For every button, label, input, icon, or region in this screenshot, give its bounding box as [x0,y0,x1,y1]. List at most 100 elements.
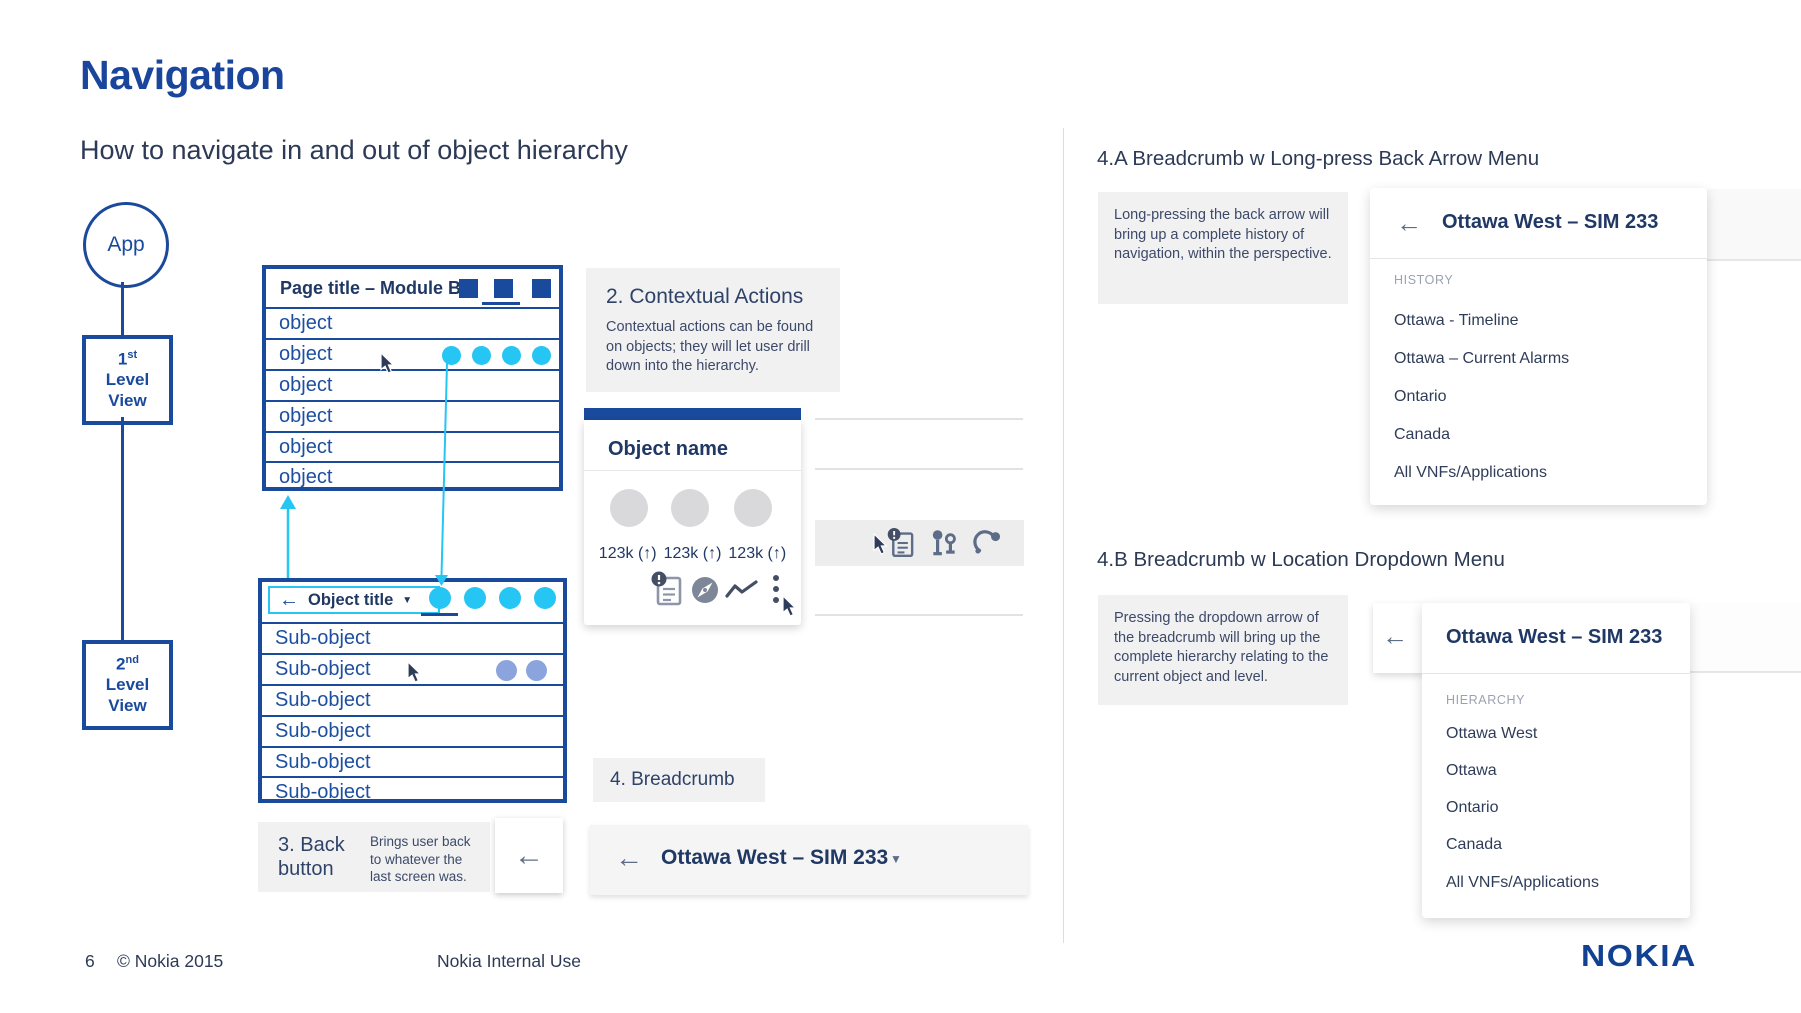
back-arrow-icon[interactable]: ← [279,589,299,611]
note-title: 3. Back button [278,834,345,880]
subobject-row[interactable]: Sub-object [262,655,563,686]
card-divider [584,470,801,471]
section-a-note: Long-pressing the back arrow will bring … [1098,192,1348,304]
contextual-action-dot[interactable] [532,345,551,365]
object-row[interactable]: object [266,371,559,402]
module-tab-icon[interactable] [459,279,478,298]
card-accent-bar [584,408,801,420]
contextual-action-dot[interactable] [464,587,486,609]
object-row[interactable]: object [266,433,559,464]
menu-item[interactable]: Ontario [1446,799,1499,816]
contextual-action-dot[interactable] [534,587,556,609]
dropdown-caret-icon[interactable]: ▼ [402,594,413,606]
subobject-row[interactable]: Sub-object [262,686,563,717]
module-tab-icon[interactable] [532,279,551,298]
subobject-row[interactable]: Sub-object [275,781,371,804]
contextual-action-dot[interactable] [496,659,517,681]
back-button[interactable]: ← [495,818,563,893]
menu-item[interactable]: Ottawa [1446,762,1497,779]
breadcrumb-text: Ottawa West – SIM 233 [1446,626,1663,648]
module-tab-icon[interactable] [494,279,513,298]
contextual-action-dot[interactable] [429,587,451,609]
page-number: 6 [85,951,95,971]
section-b-heading: 4.B Breadcrumb w Location Dropdown Menu [1097,548,1505,571]
compass-icon[interactable] [691,576,719,604]
object-list-header: Page title – Module B [266,269,559,309]
app-node: App [83,202,169,288]
object-name-title: Object name [608,438,729,460]
back-button-note: 3. Back button Brings user back to whate… [258,822,490,892]
level2-node: 2nd Level View [82,640,173,730]
hierarchy-menu: Ottawa West – SIM 233 HIERARCHY Ottawa W… [1422,603,1690,918]
nokia-logo: NOKIA [1581,938,1697,973]
menu-item[interactable]: Canada [1394,426,1451,443]
object-detail-card: Object name 123k (↑) 123k (↑) 123k (↑) [584,420,801,625]
menu-item[interactable]: All VNFs/Applications [1394,464,1547,481]
classification: Nokia Internal Use [437,951,581,971]
column-divider [1063,128,1064,943]
menu-item[interactable]: All VNFs/Applications [1446,874,1599,891]
object-row[interactable]: object [266,402,559,433]
page-subtitle: How to navigate in and out of object hie… [80,135,628,165]
object-row[interactable]: object [266,340,559,371]
connector-line [121,417,124,640]
subobject-row[interactable]: Sub-object [262,748,563,779]
menu-section-label: HIERARCHY [1446,693,1526,707]
object-row[interactable]: object [266,309,559,340]
contextual-action-dot[interactable] [526,659,547,681]
row-action-icon-bar [815,520,1024,566]
level2-word2: View [108,695,147,715]
back-arrow-icon: ← [514,838,544,872]
level2-number: 2 [116,654,126,674]
active-tab-underline [482,301,520,305]
back-arrow-icon[interactable]: ← [1382,621,1408,651]
copyright: © Nokia 2015 [117,951,224,971]
object-list-mock: Page title – Module B object object obje… [262,265,563,491]
kpi-placeholder-circle [734,489,772,527]
loop-node-icon[interactable] [971,527,1003,559]
back-arrow-icon[interactable]: ← [615,842,643,873]
kpi-stat: 123k (↑) [598,545,657,562]
history-menu: ← Ottawa West – SIM 233 HISTORY Ottawa -… [1370,188,1707,505]
object-row[interactable]: object [279,466,333,489]
subobject-row[interactable]: Sub-object [262,624,563,655]
menu-section-label: HISTORY [1394,273,1454,287]
menu-item[interactable]: Ottawa – Current Alarms [1394,350,1570,367]
kpi-stats-row: 123k (↑) 123k (↑) 123k (↑) [584,545,801,563]
page-title: Navigation [80,52,285,98]
menu-item[interactable]: Ottawa - Timeline [1394,312,1519,329]
level1-ordinal: st [127,348,138,361]
connector-line [121,282,124,335]
dropdown-caret-icon[interactable]: ▼ [890,852,902,866]
note-body: Brings user back to whatever the last sc… [370,834,471,885]
contextual-action-dot[interactable] [499,587,521,609]
object-title-dropdown[interactable]: ← Object title ▼ [268,586,440,614]
object-list-title: Page title – Module B [280,278,462,298]
contextual-actions-note: 2. Contextual Actions Contextual actions… [586,268,840,392]
breadcrumb-bar[interactable]: ← Ottawa West – SIM 233 ▼ [590,825,1028,895]
active-dot-underline [421,613,458,616]
breadcrumb-text: Ottawa West – SIM 233 [661,846,889,869]
contextual-action-dot[interactable] [442,345,461,365]
kebab-menu-icon[interactable] [770,572,782,608]
alarm-list-icon[interactable] [646,568,688,610]
menu-item[interactable]: Canada [1446,836,1503,853]
breadcrumb-bar-extension [1707,189,1801,261]
level1-node: 1st Level View [82,335,173,425]
breadcrumb-note: 4. Breadcrumb [593,758,765,802]
back-arrow-icon[interactable]: ← [1396,208,1422,238]
contextual-action-dot[interactable] [472,345,491,365]
breadcrumb-text: Ottawa West – SIM 233 [1442,211,1659,233]
alarm-list-icon[interactable] [883,525,919,561]
kpi-placeholder-circle [671,489,709,527]
section-b-note: Pressing the dropdown arrow of the bread… [1098,595,1348,705]
subobject-row[interactable]: Sub-object [262,717,563,748]
kpi-stat: 123k (↑) [663,545,722,562]
section-a-heading: 4.A Breadcrumb w Long-press Back Arrow M… [1097,147,1540,170]
menu-item[interactable]: Ontario [1394,388,1447,405]
trend-line-icon[interactable] [724,578,760,604]
topology-icon[interactable] [928,527,960,559]
contextual-action-dot[interactable] [502,345,521,365]
menu-item[interactable]: Ottawa West [1446,725,1538,742]
